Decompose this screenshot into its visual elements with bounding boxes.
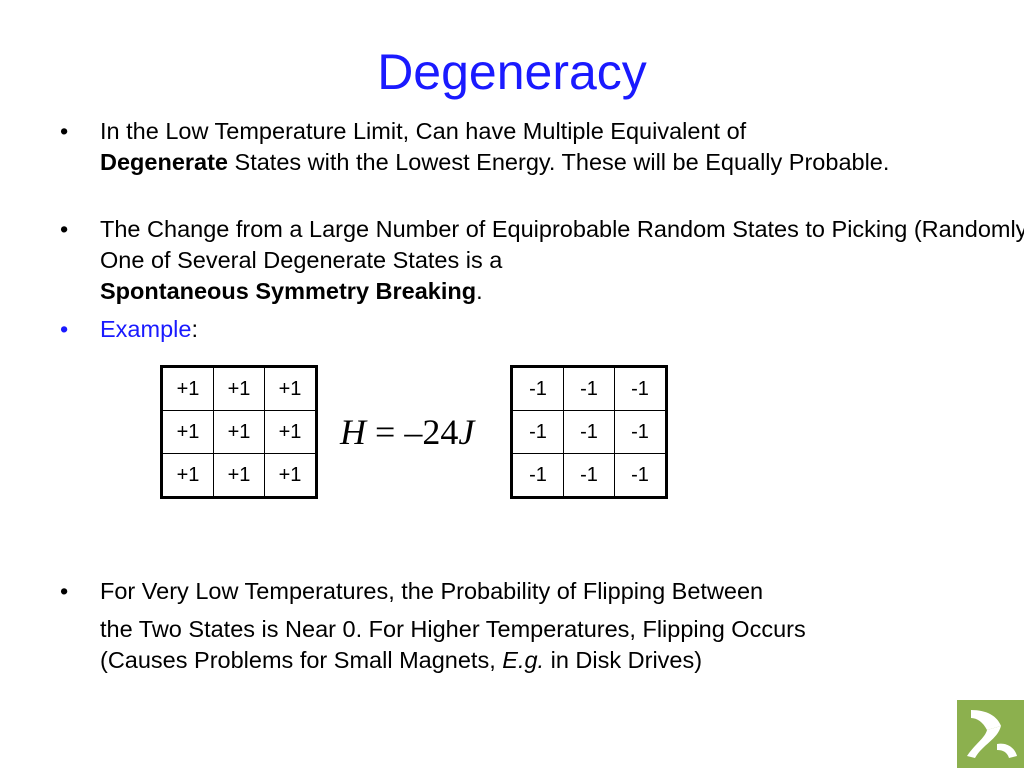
grid-cell: +1 xyxy=(161,453,214,498)
equation-variable: J xyxy=(458,412,475,452)
grid-cell: -1 xyxy=(511,453,564,498)
grid-cell: +1 xyxy=(213,453,265,498)
bullet-item: • The Change from a Large Number of Equi… xyxy=(58,214,1024,307)
bullet-text: For Very Low Temperatures, the Probabili… xyxy=(100,578,764,604)
bullet-dot: • xyxy=(60,118,69,144)
example-link[interactable]: Example xyxy=(100,316,192,342)
grid-cell: +1 xyxy=(213,366,265,411)
bold-term: Degenerate xyxy=(100,149,228,175)
grid-cell: -1 xyxy=(614,453,667,498)
bullet-dot: • xyxy=(60,216,69,242)
grid-row: -1 -1 -1 xyxy=(511,366,667,411)
slide-title: Degeneracy xyxy=(377,44,647,100)
bullet-text: : xyxy=(191,316,198,342)
equation-operator: = xyxy=(366,412,405,452)
bullet-text: the Two States is Near 0. For Higher Tem… xyxy=(100,616,806,642)
grid-cell: -1 xyxy=(563,366,615,411)
grid-cell: +1 xyxy=(161,410,214,454)
grid-cell: -1 xyxy=(563,410,615,454)
grid-cell: +1 xyxy=(264,453,317,498)
bullet-text: States with the Lowest Energy. These wil… xyxy=(228,149,890,175)
grid-cell: -1 xyxy=(563,453,615,498)
bullet-dot: • xyxy=(60,578,69,604)
bullet-text: In the Low Temperature Limit, Can have M… xyxy=(100,118,747,144)
bullet-item: • For Very Low Temperatures, the Probabi… xyxy=(58,576,1024,676)
equation-lhs: H xyxy=(340,412,366,452)
grid-row: +1 +1 +1 xyxy=(161,366,317,411)
bullet-dot: • xyxy=(60,316,69,342)
bullet-text: . xyxy=(476,278,483,304)
grid-cell: +1 xyxy=(264,410,317,454)
grid-row: -1 -1 -1 xyxy=(511,410,667,454)
bullet-text: (Causes Problems for Small Magnets, E.g.… xyxy=(100,647,703,673)
equation-number: –24 xyxy=(404,412,459,452)
grid-row: +1 +1 +1 xyxy=(161,453,317,498)
bullet-item: • Example: xyxy=(58,314,1024,345)
spin-grid-down: -1 -1 -1 -1 -1 -1 -1 -1 -1 xyxy=(510,365,668,499)
spin-grid-up: +1 +1 +1 +1 +1 +1 +1 +1 +1 xyxy=(160,365,318,499)
energy-equation: H = –24J xyxy=(340,410,474,454)
bullet-item: • In the Low Temperature Limit, Can have… xyxy=(58,116,1024,178)
grid-row: +1 +1 +1 xyxy=(161,410,317,454)
corner-logo-icon xyxy=(957,700,1024,768)
grid-cell: -1 xyxy=(511,410,564,454)
grid-cell: +1 xyxy=(213,410,265,454)
bullet-text: The Change from a Large Number of Equipr… xyxy=(100,216,1024,273)
grid-cell: +1 xyxy=(264,366,317,411)
grid-cell: -1 xyxy=(511,366,564,411)
bold-term: Spontaneous Symmetry Breaking xyxy=(100,278,477,304)
italic-term: E.g. xyxy=(502,647,545,673)
grid-cell: -1 xyxy=(614,366,667,411)
grid-row: -1 -1 -1 xyxy=(511,453,667,498)
grid-cell: +1 xyxy=(161,366,214,411)
grid-cell: -1 xyxy=(614,410,667,454)
